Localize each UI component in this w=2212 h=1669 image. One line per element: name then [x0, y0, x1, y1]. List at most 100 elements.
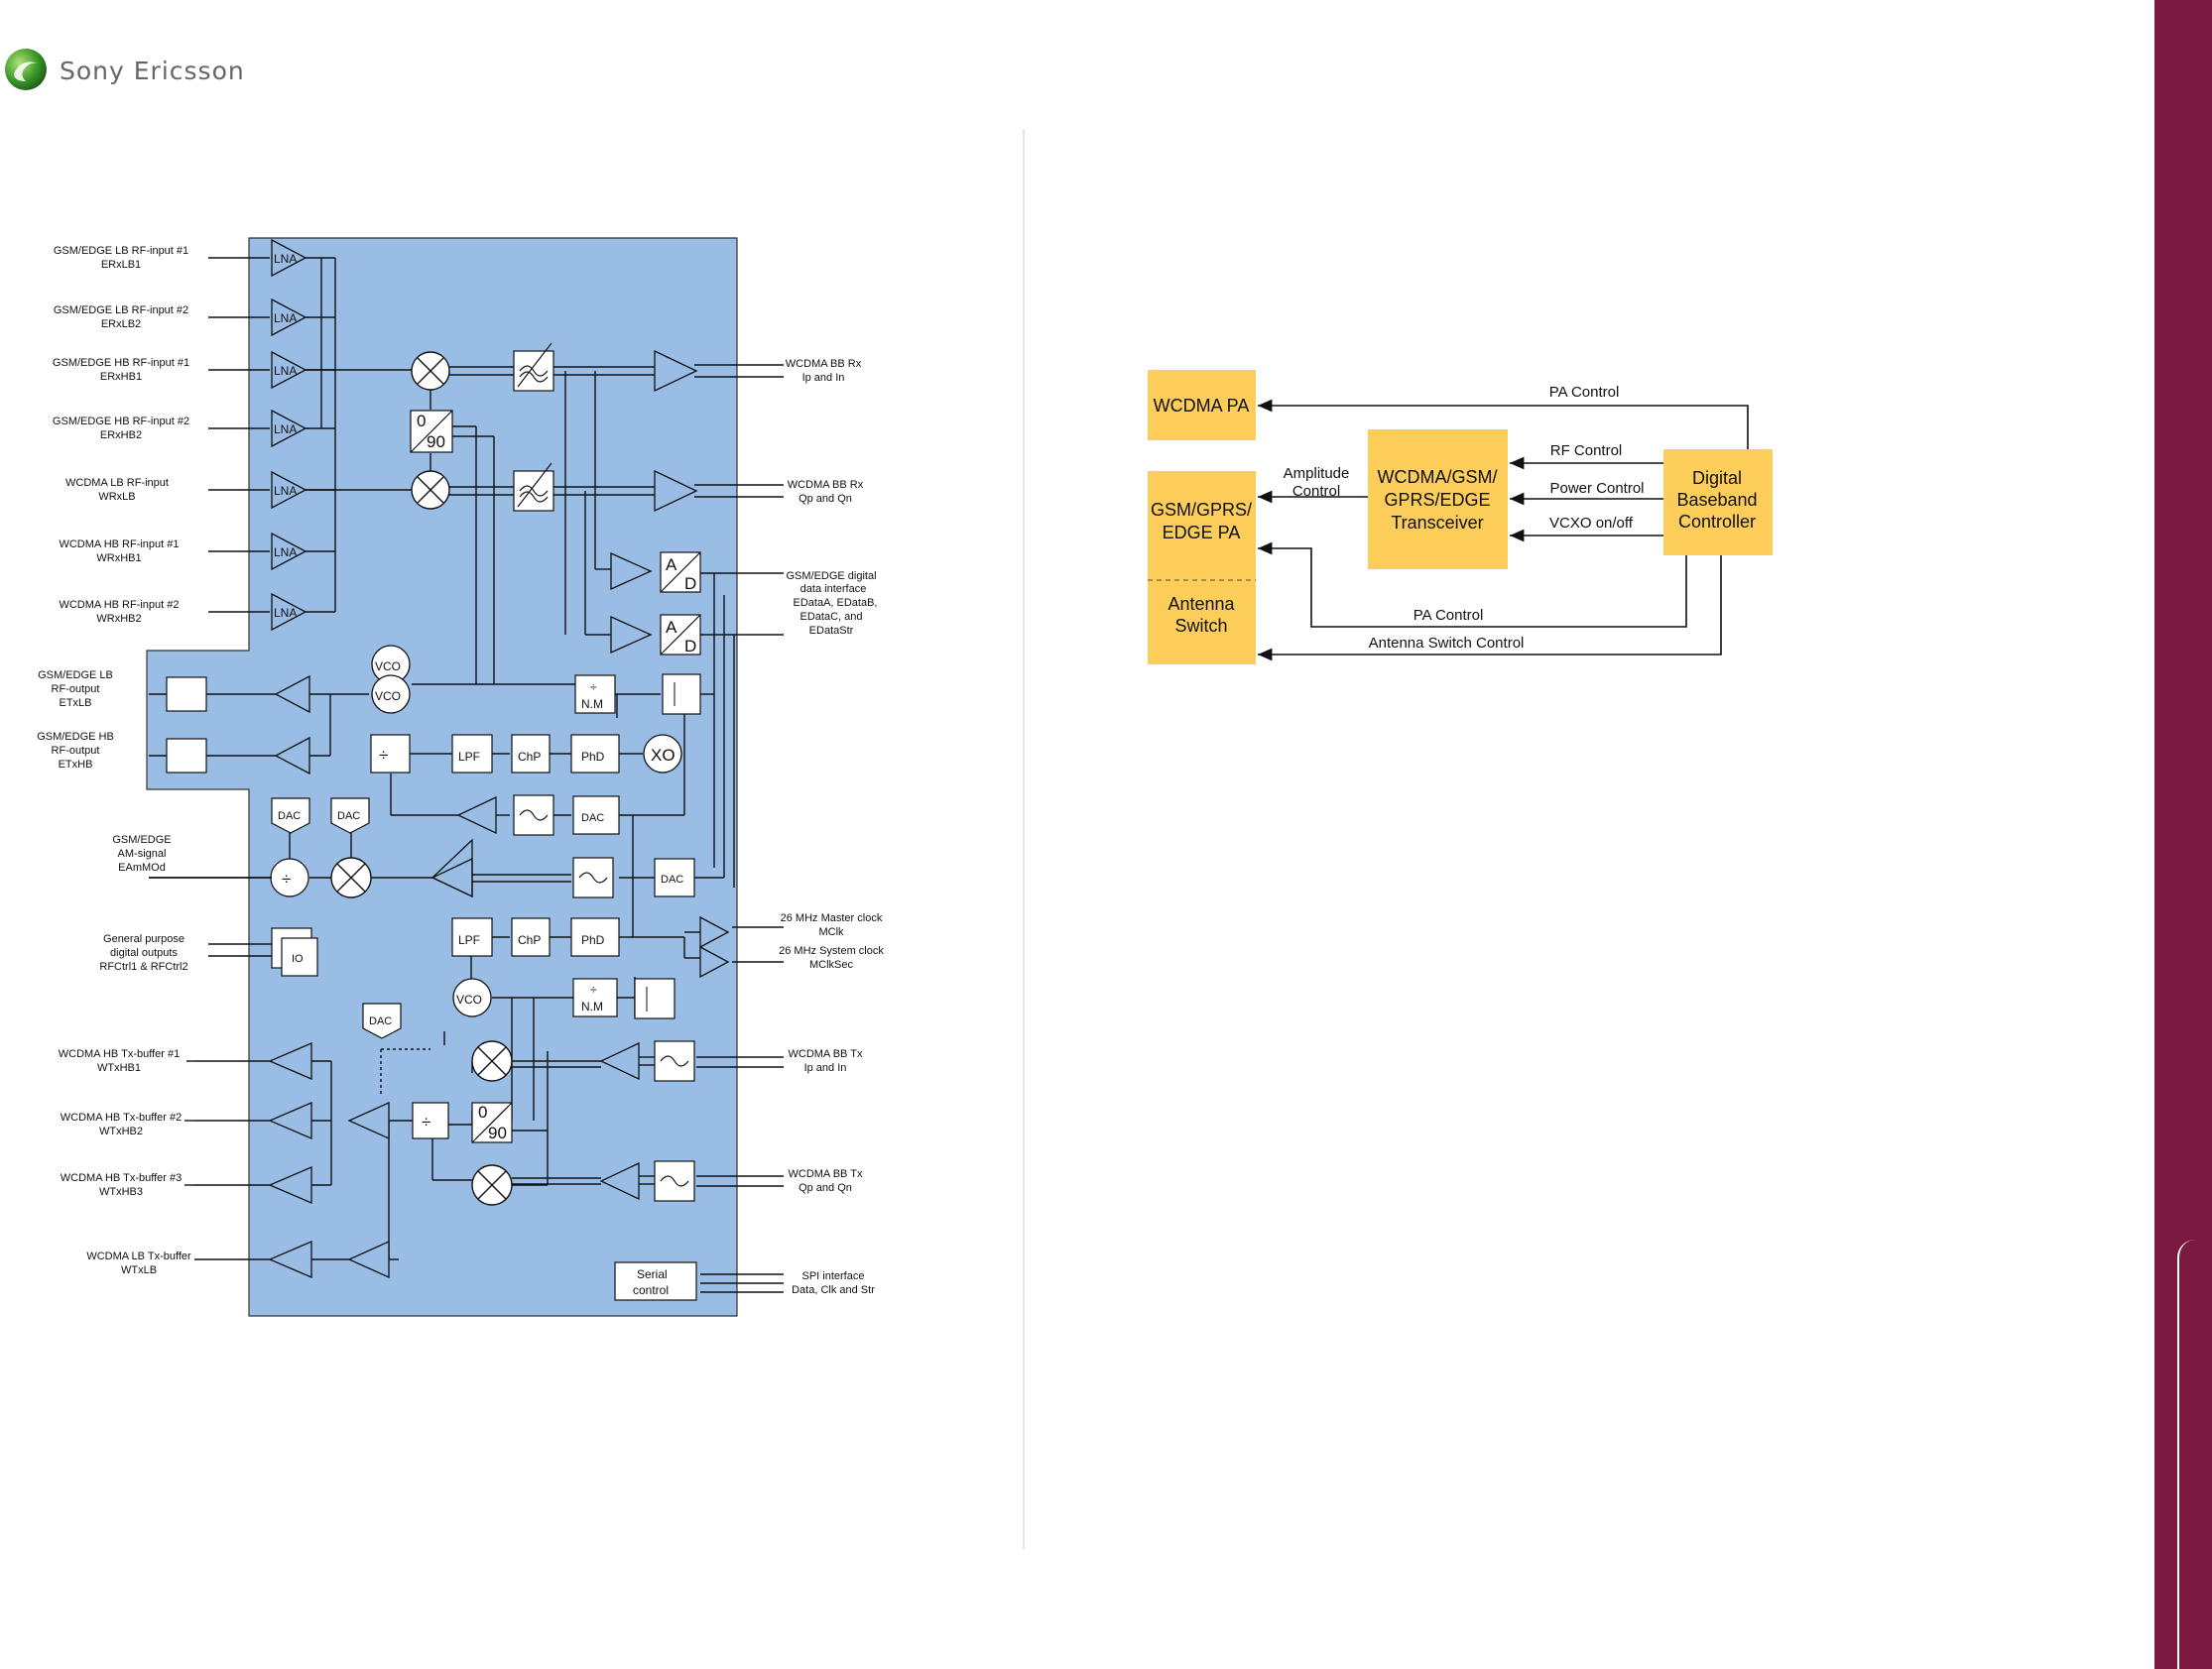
- input-labels: GSM/EDGE LB RF-input #1 ERxLB1 GSM/EDGE L…: [37, 245, 191, 1276]
- svg-text:GSM/EDGE LB RF-input #2: GSM/EDGE LB RF-input #2: [54, 304, 188, 316]
- svg-text:WCDMA BB Rx: WCDMA BB Rx: [788, 479, 864, 491]
- transceiver-block: [1368, 429, 1508, 569]
- svg-text:Ip and In: Ip and In: [804, 1062, 847, 1074]
- svg-text:Antenna Switch Control: Antenna Switch Control: [1369, 635, 1525, 652]
- svg-text:EDataC, and: EDataC, and: [800, 611, 863, 623]
- svg-text:General purpose: General purpose: [103, 933, 184, 945]
- svg-text:ERxLB1: ERxLB1: [101, 259, 141, 271]
- lna-amplifiers: LNA LNA LNA LNA LNA LNA LNA: [271, 238, 307, 632]
- left-leader-lines: [149, 877, 272, 1186]
- svg-text:RF-output: RF-output: [52, 745, 100, 757]
- mixers: [330, 351, 513, 1206]
- svg-text:VCO: VCO: [456, 993, 482, 1007]
- svg-text:26 MHz System clock: 26 MHz System clock: [779, 945, 884, 957]
- svg-text:GPRS/EDGE: GPRS/EDGE: [1384, 490, 1490, 510]
- svg-text:WTxHB2: WTxHB2: [99, 1126, 143, 1137]
- svg-text:÷: ÷: [282, 870, 291, 889]
- svg-text:WRxHB2: WRxHB2: [96, 613, 141, 625]
- svg-text:ERxHB1: ERxHB1: [100, 371, 142, 383]
- svg-text:A: A: [666, 618, 677, 637]
- svg-text:ChP: ChP: [518, 750, 541, 764]
- svg-text:ETxHB: ETxHB: [59, 759, 93, 771]
- balun-blocks: [166, 676, 207, 774]
- rf-block-diagram: LNA LNA LNA LNA LNA LNA LNA 0 90 0 90: [37, 237, 884, 1317]
- svg-text:EDataStr: EDataStr: [809, 625, 854, 637]
- svg-text:WCDMA HB RF-input #2: WCDMA HB RF-input #2: [59, 599, 179, 611]
- svg-text:DAC: DAC: [337, 810, 360, 822]
- svg-text:SPI interface: SPI interface: [802, 1270, 865, 1282]
- svg-text:WCDMA HB RF-input #1: WCDMA HB RF-input #1: [59, 538, 179, 550]
- phase-splitters: [410, 410, 513, 1143]
- svg-text:WCDMA HB Tx-buffer #1: WCDMA HB Tx-buffer #1: [59, 1048, 180, 1060]
- svg-text:WCDMA LB RF-input: WCDMA LB RF-input: [65, 477, 169, 489]
- svg-text:Switch: Switch: [1174, 616, 1227, 636]
- svg-text:WTxHB1: WTxHB1: [97, 1062, 141, 1074]
- svg-text:WTxLB: WTxLB: [121, 1264, 157, 1276]
- svg-text:90: 90: [488, 1124, 507, 1142]
- svg-text:÷: ÷: [590, 680, 597, 694]
- svg-text:LNA: LNA: [274, 422, 297, 436]
- amplifiers: [268, 349, 730, 1279]
- svg-text:VCXO on/off: VCXO on/off: [1549, 515, 1634, 532]
- svg-text:WRxLB: WRxLB: [98, 491, 135, 503]
- svg-text:EAmMOd: EAmMOd: [118, 862, 166, 874]
- svg-text:VCO: VCO: [375, 659, 401, 673]
- svg-text:WCDMA HB Tx-buffer #3: WCDMA HB Tx-buffer #3: [61, 1172, 182, 1184]
- svg-text:Controller: Controller: [1678, 512, 1756, 532]
- svg-text:IO: IO: [292, 953, 304, 965]
- svg-text:MClk: MClk: [818, 926, 844, 938]
- svg-text:LPF: LPF: [458, 933, 480, 947]
- filters: [513, 342, 695, 1202]
- svg-text:Data, Clk and Str: Data, Clk and Str: [792, 1284, 875, 1296]
- svg-text:Transceiver: Transceiver: [1391, 513, 1483, 533]
- svg-text:WCDMA BB Tx: WCDMA BB Tx: [789, 1168, 863, 1180]
- svg-text:÷: ÷: [379, 746, 388, 765]
- svg-text:DAC: DAC: [581, 812, 604, 824]
- svg-text:N.M: N.M: [581, 1000, 603, 1013]
- wcdma-pa-block: [1148, 370, 1256, 440]
- svg-text:RF Control: RF Control: [1550, 442, 1623, 459]
- svg-text:Ip and In: Ip and In: [802, 372, 845, 384]
- svg-text:Qp and Qn: Qp and Qn: [799, 1182, 852, 1194]
- svg-text:data interface: data interface: [800, 583, 867, 595]
- svg-text:÷: ÷: [590, 983, 597, 997]
- svg-text:EDGE PA: EDGE PA: [1163, 523, 1241, 542]
- svg-text:90: 90: [427, 432, 445, 451]
- svg-text:WTxHB3: WTxHB3: [99, 1186, 143, 1198]
- svg-text:N.M: N.M: [581, 697, 603, 711]
- header: Sony Ericsson: [0, 0, 397, 149]
- svg-text:26 MHz Master clock: 26 MHz Master clock: [781, 912, 883, 924]
- svg-text:GSM/EDGE HB: GSM/EDGE HB: [37, 731, 114, 743]
- svg-text:RFCtrl1 & RFCtrl2: RFCtrl1 & RFCtrl2: [99, 961, 187, 973]
- svg-text:WCDMA BB Tx: WCDMA BB Tx: [789, 1048, 863, 1060]
- svg-text:VCO: VCO: [375, 689, 401, 703]
- brand-side-bar-tab: [2177, 1240, 2212, 1669]
- svg-text:DAC: DAC: [369, 1015, 392, 1027]
- antenna-switch-block: [1148, 580, 1256, 664]
- svg-text:LNA: LNA: [274, 606, 297, 620]
- svg-text:ETxLB: ETxLB: [59, 697, 91, 709]
- baseband-block: [1663, 449, 1773, 555]
- svg-text:Qp and Qn: Qp and Qn: [799, 493, 852, 505]
- dac-blocks: [271, 797, 402, 1039]
- svg-text:GSM/EDGE: GSM/EDGE: [112, 834, 171, 846]
- svg-text:GSM/EDGE HB RF-input #2: GSM/EDGE HB RF-input #2: [53, 416, 189, 427]
- svg-text:PhD: PhD: [581, 750, 605, 764]
- svg-text:0: 0: [478, 1103, 487, 1122]
- synth-blocks: [270, 673, 701, 1301]
- svg-text:Serial: Serial: [637, 1267, 668, 1281]
- svg-text:Antenna: Antenna: [1167, 594, 1235, 614]
- svg-text:WCDMA LB Tx-buffer: WCDMA LB Tx-buffer: [86, 1251, 191, 1262]
- svg-text:A: A: [666, 555, 677, 574]
- svg-text:PhD: PhD: [581, 933, 605, 947]
- svg-text:GSM/EDGE HB RF-input #1: GSM/EDGE HB RF-input #1: [53, 357, 189, 369]
- svg-text:LNA: LNA: [274, 364, 297, 378]
- svg-text:Baseband: Baseband: [1676, 490, 1757, 510]
- svg-text:GSM/EDGE LB RF-input #1: GSM/EDGE LB RF-input #1: [54, 245, 188, 257]
- svg-text:LNA: LNA: [274, 484, 297, 498]
- brand-name: Sony Ericsson: [60, 57, 245, 85]
- svg-text:WCDMA/GSM/: WCDMA/GSM/: [1378, 467, 1498, 487]
- svg-text:RF-output: RF-output: [52, 683, 100, 695]
- svg-text:ERxHB2: ERxHB2: [100, 429, 142, 441]
